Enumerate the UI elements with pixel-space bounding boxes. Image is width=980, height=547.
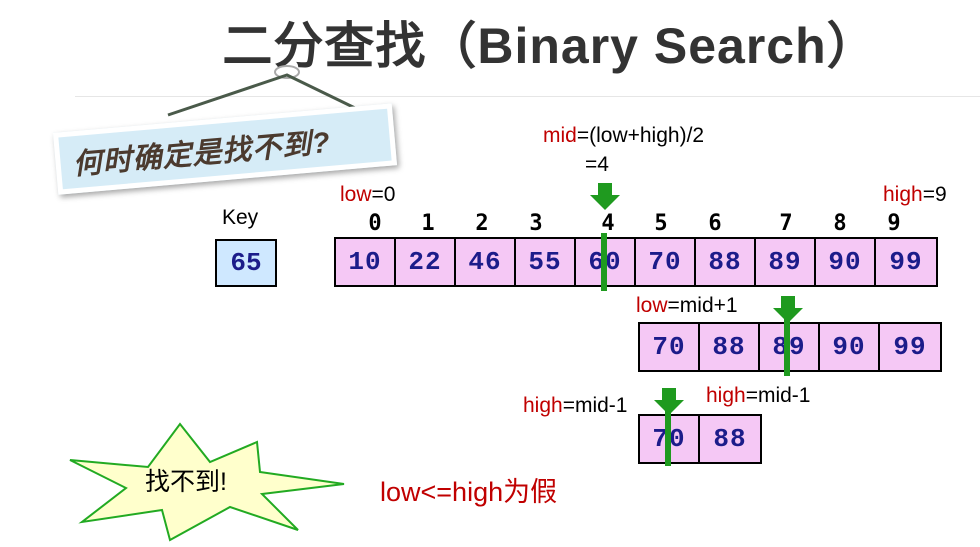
array-cell: 90 xyxy=(816,239,876,285)
array-cell: 55 xyxy=(516,239,576,285)
step3-left-expr: =mid-1 xyxy=(562,394,628,417)
low-var: low xyxy=(340,183,372,206)
mid-arrow-3 xyxy=(654,388,684,415)
index-4: 4 xyxy=(601,211,615,236)
mid-formula: mid=(low+high)/2 xyxy=(543,124,704,148)
low-init: low=0 xyxy=(340,183,395,207)
page-title: 二分查找（Binary Search） xyxy=(222,18,878,74)
index-2: 2 xyxy=(475,211,489,236)
array-row-1: 10 22 46 55 60 70 88 89 90 99 xyxy=(334,237,938,287)
conclusion-result: 为假 xyxy=(503,477,558,507)
index-3: 3 xyxy=(529,211,543,236)
divider-line xyxy=(75,96,980,97)
hanger-ring xyxy=(274,65,300,79)
array-cell: 90 xyxy=(820,324,880,370)
low-val: =0 xyxy=(371,183,396,206)
index-9: 9 xyxy=(887,211,901,236)
array-row-3: 70 88 xyxy=(638,414,762,464)
conclusion-text: low<=high为假 xyxy=(380,470,557,509)
array-cell: 99 xyxy=(893,332,927,362)
array-cell: 88 xyxy=(696,239,756,285)
high-var: high xyxy=(883,183,923,206)
step3-left-label: high=mid-1 xyxy=(523,394,627,418)
array-cell: 88 xyxy=(700,324,760,370)
step2-label: low=mid+1 xyxy=(636,294,738,318)
key-label: Key xyxy=(222,206,259,229)
sign-hanger xyxy=(167,65,356,117)
step3-right-expr: =mid-1 xyxy=(745,384,811,407)
starburst-shape xyxy=(69,422,345,542)
burst-text: 找不到! xyxy=(145,468,227,496)
array-cell: 70 xyxy=(636,239,696,285)
mid-expr: =(low+high)/2 xyxy=(576,124,705,147)
array-cell: 89 xyxy=(756,239,816,285)
high-val: =9 xyxy=(922,183,947,206)
mid-arrow-2 xyxy=(773,296,803,323)
array-cell: 46 xyxy=(456,239,516,285)
step3-left-var: high xyxy=(523,394,563,417)
index-1: 1 xyxy=(421,211,435,236)
mid-marker-2 xyxy=(784,318,790,376)
index-5: 5 xyxy=(654,211,668,236)
conclusion-cond: low<=high xyxy=(380,477,504,507)
index-7: 7 xyxy=(779,211,793,236)
key-value: 65 xyxy=(215,239,277,287)
array-cell: 22 xyxy=(396,239,456,285)
index-0: 0 xyxy=(368,211,382,236)
mid-var: mid xyxy=(543,124,577,147)
array-cell: 10 xyxy=(336,239,396,285)
step2-var: low xyxy=(636,294,668,317)
mid-result: =4 xyxy=(585,153,609,176)
mid-marker-1 xyxy=(601,233,607,291)
array-cell: 99 xyxy=(889,247,923,277)
array-row-2: 70 88 89 90 99 xyxy=(638,322,942,372)
sign-text: 何时确定是找不到? xyxy=(71,126,332,182)
index-6: 6 xyxy=(708,211,722,236)
step3-right-var: high xyxy=(706,384,746,407)
mid-marker-3 xyxy=(665,410,671,466)
mid-arrow-1 xyxy=(590,183,620,210)
index-8: 8 xyxy=(833,211,847,236)
array-cell: 88 xyxy=(713,424,747,454)
hanger-string xyxy=(167,73,356,117)
step3-right-label: high=mid-1 xyxy=(706,384,810,408)
step2-expr: =mid+1 xyxy=(667,294,738,317)
array-cell: 70 xyxy=(640,324,700,370)
high-init: high=9 xyxy=(883,183,947,207)
array-cell: 89 xyxy=(760,324,820,370)
starburst-callout xyxy=(69,422,345,542)
